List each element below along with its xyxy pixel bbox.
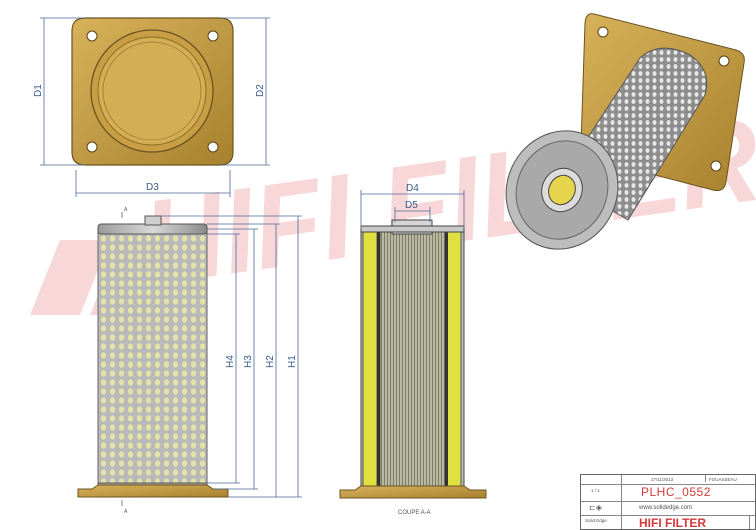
dimension-d2	[220, 17, 270, 166]
label-h2: H2	[265, 355, 276, 368]
label-h3: H3	[243, 355, 254, 368]
dimension-d5	[394, 207, 431, 222]
label-d3: D3	[146, 182, 159, 193]
section-mark-bottom: A	[124, 509, 128, 515]
label-d1: D1	[33, 84, 44, 97]
label-d4: D4	[406, 183, 419, 194]
label-h4: H4	[225, 355, 236, 368]
dimension-h-lines	[161, 215, 302, 498]
dimension-d4	[360, 190, 465, 229]
website: www.solidedge.com	[639, 505, 693, 511]
drawing-date: 27/11/2013	[651, 477, 674, 482]
dimension-d1	[40, 17, 85, 166]
section-mark-top: A	[124, 207, 128, 213]
top-view-flange	[71, 17, 234, 166]
software-name: Solid Edge	[585, 518, 607, 523]
brand-name: HIFI FILTER	[639, 516, 707, 530]
projection-symbol-icon: ⊏◈	[589, 503, 602, 512]
isometric-view	[505, 13, 745, 250]
label-h1: H1	[287, 355, 298, 368]
drawing-scale: 1 / 1	[591, 488, 600, 493]
drawing-author: FOUASSEAU	[709, 477, 737, 482]
bolt-hole	[207, 30, 219, 42]
section-caption: COUPE A-A	[398, 510, 431, 516]
bolt-hole	[207, 141, 219, 153]
part-number: PLHC_0552	[641, 485, 711, 499]
bolt-hole	[86, 30, 98, 42]
bolt-hole	[86, 141, 98, 153]
dimension-d3	[75, 170, 231, 197]
label-d2: D2	[255, 84, 266, 97]
side-view-element	[77, 215, 229, 498]
title-block: 27/11/2013 FOUASSEAU 1 / 1 PLHC_0552 www…	[580, 474, 756, 530]
label-d5: D5	[405, 200, 418, 211]
section-view	[339, 219, 487, 499]
